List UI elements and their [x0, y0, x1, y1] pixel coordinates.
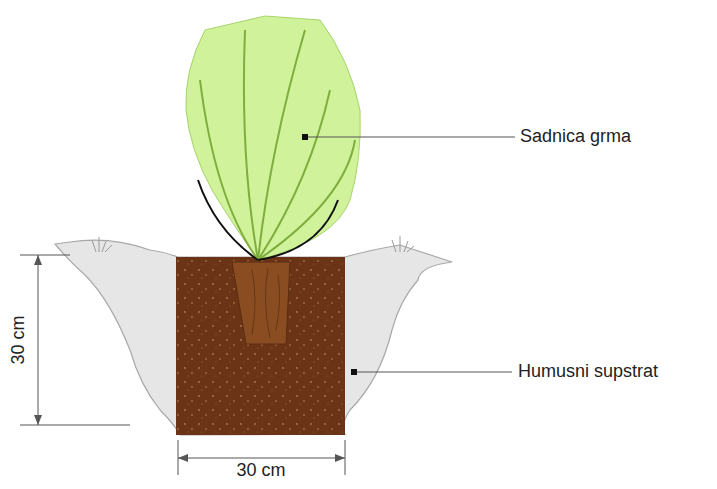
dimension-lines: [20, 255, 345, 475]
leader-lines: [305, 137, 515, 372]
planting-hole: [55, 240, 452, 435]
dimension-label: 30 cm: [233, 461, 288, 481]
shrub-foliage: [186, 16, 360, 260]
callout-label: Humusni supstrat: [518, 362, 658, 382]
shrub-branches: [200, 30, 355, 260]
dimension-label: 30 cm: [9, 315, 29, 364]
root-ball: [232, 262, 290, 344]
dimension-arrows: [34, 255, 345, 462]
callout-label: Sadnica grma: [520, 127, 631, 147]
humus-substrate: [176, 257, 345, 435]
